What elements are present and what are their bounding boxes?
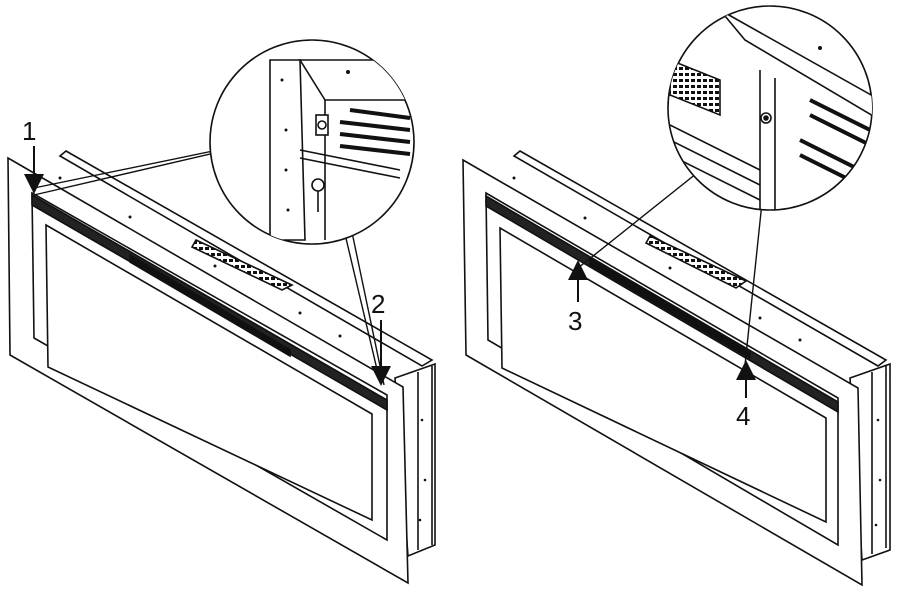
right-detail-magnifier xyxy=(667,5,873,211)
left-detail-magnifier xyxy=(209,39,415,245)
right-fireplace-unit xyxy=(462,117,891,587)
callout-3: 3 xyxy=(568,260,588,336)
left-top-vent xyxy=(190,238,294,291)
callout-1-label: 1 xyxy=(22,116,36,146)
callout-4-label: 4 xyxy=(736,401,750,431)
callout-3-label: 3 xyxy=(568,306,582,336)
callout-4: 4 xyxy=(736,360,756,431)
left-fireplace-unit xyxy=(7,127,436,585)
callout-1: 1 xyxy=(22,116,44,194)
callout-2-label: 2 xyxy=(371,289,385,319)
right-top-vent xyxy=(644,234,748,289)
callout-2: 2 xyxy=(371,289,391,386)
